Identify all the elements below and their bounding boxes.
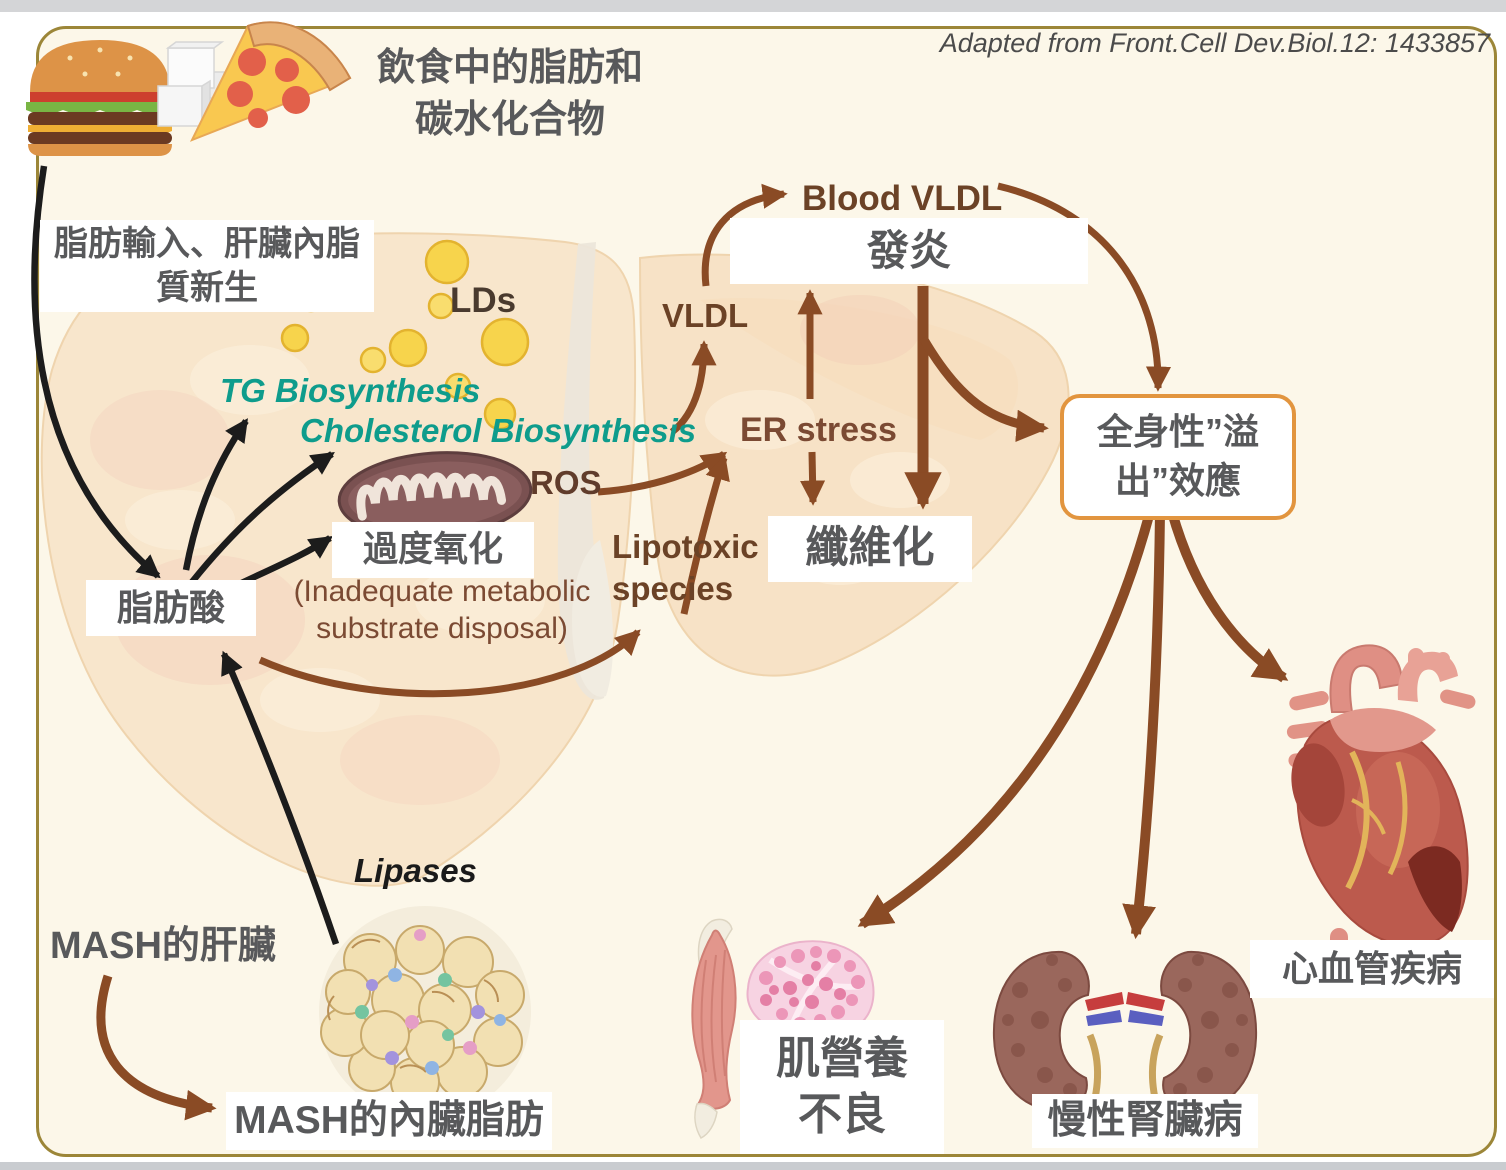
lipotoxic-species-label: Lipotoxic species (612, 528, 759, 608)
mash-liver-label: MASH的肝臟 (50, 925, 276, 967)
tg-biosynthesis-label: TG Biosynthesis (220, 372, 481, 409)
arrow-liver-to-vldl (669, 340, 717, 435)
fibrosis-label: 纖維化 (768, 516, 972, 582)
heart-illustration (1286, 644, 1476, 962)
vldl-label: VLDL (662, 297, 749, 334)
arrow-spillover-to-kidney (1122, 511, 1165, 940)
arrow-spillover-to-heart (1167, 510, 1289, 683)
figure-title: 飲食中的脂肪和 碳水化合物 (376, 47, 643, 142)
arrow-fatty-acid-to-lipotoxic (258, 629, 641, 698)
spillover-effect-box: 全身性”溢 出”效應 (1060, 394, 1296, 520)
over-oxidation-label: 過度氧化 (332, 522, 534, 578)
pizza-icon (189, 21, 352, 142)
cardiovascular-disease-label: 心血管疾病 (1250, 940, 1494, 998)
fat-input-label: 脂肪輸入、肝臟內脂 質新生 (40, 220, 374, 312)
ros-label: ROS (530, 464, 602, 501)
top-gray-strip (0, 0, 1506, 12)
muscle-illustration (691, 918, 737, 1139)
fat-cells-illustration (319, 906, 531, 1118)
muscle-malnutrition-label: 肌營養 不良 (740, 1020, 944, 1154)
inflammation-label: 發炎 (730, 218, 1088, 284)
arrow-lipotoxic-to-erstress (680, 454, 730, 615)
arrow-inflammation-to-spillover (919, 335, 1049, 443)
inadequate-disposal-label: (Inadequate metabolic substrate disposal… (293, 575, 591, 645)
arrow-blood-vldl-to-spillover (997, 182, 1172, 392)
arrow-lipases-to-fatty-acid (221, 650, 340, 946)
cholesterol-biosynthesis-label: Cholesterol Biosynthesis (300, 412, 697, 449)
mash-visceral-fat-label: MASH的內臟脂肪 (226, 1092, 552, 1150)
blood-vldl-label: Blood VLDL (802, 179, 1003, 218)
citation-text: Adapted from Front.Cell Dev.Biol.12: 143… (939, 28, 1490, 58)
kidneys-illustration (992, 950, 1258, 1120)
mitochondrion-illustration (337, 451, 533, 539)
arrow-mash-liver-to-visceral-fat (96, 974, 217, 1121)
lipid-droplets-label: LDs (450, 281, 517, 320)
arrow-fatty-acid-to-tg (182, 418, 249, 571)
arrow-diet-to-fatty-acid (31, 165, 161, 579)
arrow-erstress-to-fibrosis (799, 451, 826, 506)
chronic-kidney-disease-label: 慢性腎臟病 (1032, 1094, 1258, 1148)
hamburger-icon (26, 40, 174, 156)
arrow-spillover-to-muscle (857, 510, 1155, 929)
fatty-acid-label: 脂肪酸 (86, 580, 256, 636)
arrow-fatty-acid-to-cholesterol (189, 451, 335, 585)
arrow-vldl-to-blood-vldl (701, 183, 788, 287)
er-stress-label: ER stress (740, 411, 897, 449)
lipases-label: Lipases (354, 852, 477, 889)
bottom-gray-strip (0, 1162, 1506, 1170)
sugar-cubes-icon (157, 41, 225, 128)
